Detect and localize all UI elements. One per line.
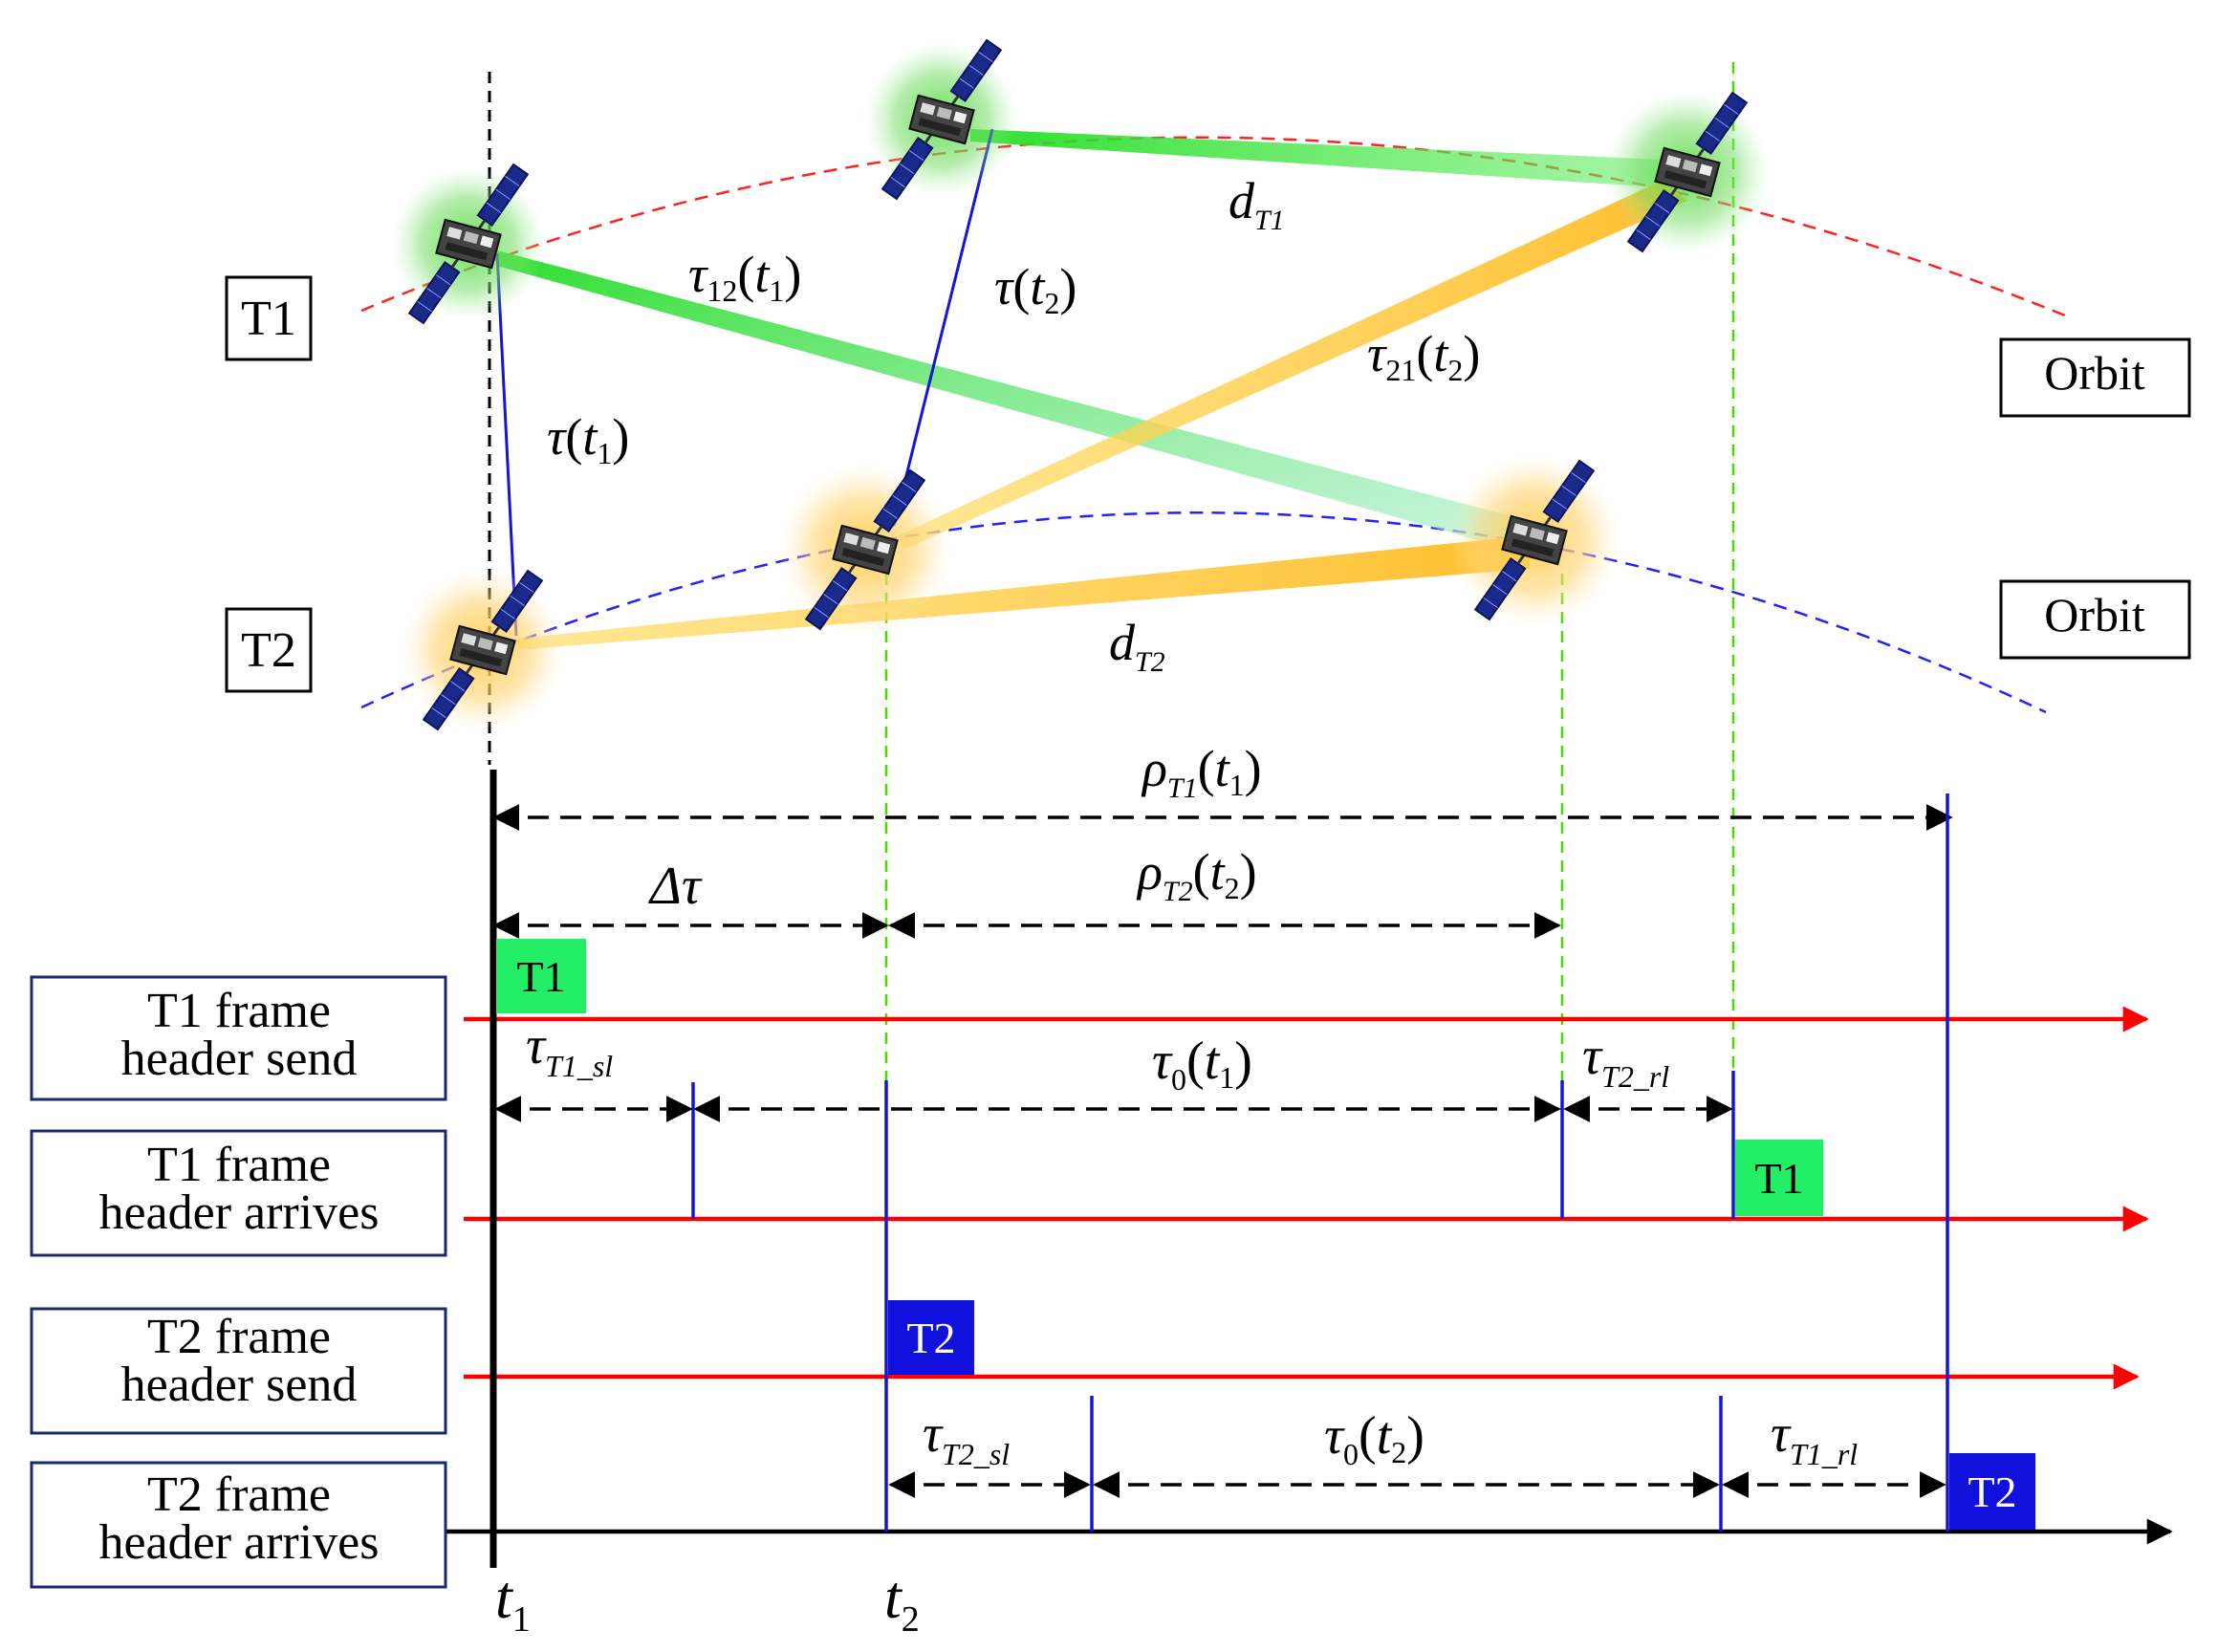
label-tau-t1-sl: τT1_sl [526,1016,613,1083]
t2-label: T2 [241,623,296,678]
label-tau-t2: τ(t2) [994,258,1076,320]
label-tau0-t1: τ0(t1) [1152,1032,1252,1097]
beam-t1-t1-upper [970,129,1687,189]
marker-t1-send-tag [496,939,586,1013]
link-tau-t1 [495,252,518,637]
label-rho-t1: ρT1(t1) [1141,740,1262,804]
row-label-t1-send: T1 frame header send [30,975,447,1101]
orbit-upper-label: Orbit [2044,346,2145,400]
marker-t1-send-text: T1 [516,952,565,1001]
marker-t2-arrive-tag [1949,1453,2035,1530]
satellite-t1-at-t1 [392,163,545,325]
label-d-t1: dT1 [1229,172,1285,236]
marker-t2-send-tag [888,1300,974,1375]
label-d-t2: dT2 [1109,614,1165,678]
row-label-t1-arrive-line2: header arrives [98,1185,379,1240]
row-label-t2-send-line1: T2 frame [147,1310,331,1364]
orbit-upper-box [1999,337,2191,418]
row-label-t2-send-line2: header send [121,1358,358,1412]
label-tau-t2-rl: τT2_rl [1582,1027,1669,1094]
marker-t2-send-text: T2 [906,1314,955,1362]
label-tau-t2-sl: τT2_sl [923,1404,1010,1471]
marker-t1-arrive-text: T1 [1754,1154,1803,1203]
satellite-t2-at-t1 [402,569,564,731]
orbit-lower-label: Orbit [2044,588,2145,641]
axis-label-t2: t2 [884,1563,920,1640]
row-label-t1-send-line1: T1 frame [147,984,331,1038]
orbit-lower-box [1999,579,2191,660]
row-label-t2-arrive-line1: T2 frame [147,1467,331,1522]
beam-t2-t2-lower [516,535,1530,650]
satellite-t1-later [1606,91,1769,253]
satellite-t2-later [1448,454,1620,626]
row-label-t1-arrive-line1: T1 frame [147,1138,331,1192]
link-tau-t2 [892,128,994,527]
label-tau-t1: τ(t1) [547,408,629,470]
label-tau0-t2: τ0(t2) [1324,1406,1424,1471]
marker-t2-arrive-text: T2 [1968,1467,2016,1516]
label-tau12-t1: τ12(t1) [688,246,801,308]
axis-label-t1: t1 [495,1563,531,1640]
label-tau-t1-rl: τT1_rl [1771,1404,1858,1471]
upper-orbit [360,136,2066,317]
satellite-t1-at-t2 [865,38,1018,201]
satellite-t2-at-t2 [779,464,951,636]
beam-t1-t2-diag [497,250,1530,554]
beam-t2-t1-diag [899,180,1687,550]
t2-label-box [225,607,313,693]
row-label-t2-arrive-line2: header arrives [98,1515,379,1570]
row-label-t2-arrive: T2 frame header arrives [30,1461,447,1589]
row-label-t2-send: T2 frame header send [30,1307,447,1435]
t1-label: T1 [241,292,296,346]
label-tau21-t2: τ21(t2) [1367,325,1480,387]
lower-orbit [360,511,2047,714]
t1-label-box [225,275,313,361]
row-label-t1-arrive: T1 frame header arrives [30,1129,447,1257]
label-rho-t2: ρT2(t2) [1136,843,1257,907]
marker-t1-arrive-tag [1735,1140,1823,1216]
label-delta-tau: Δτ [648,857,703,916]
row-label-t1-send-line2: header send [121,1032,358,1086]
